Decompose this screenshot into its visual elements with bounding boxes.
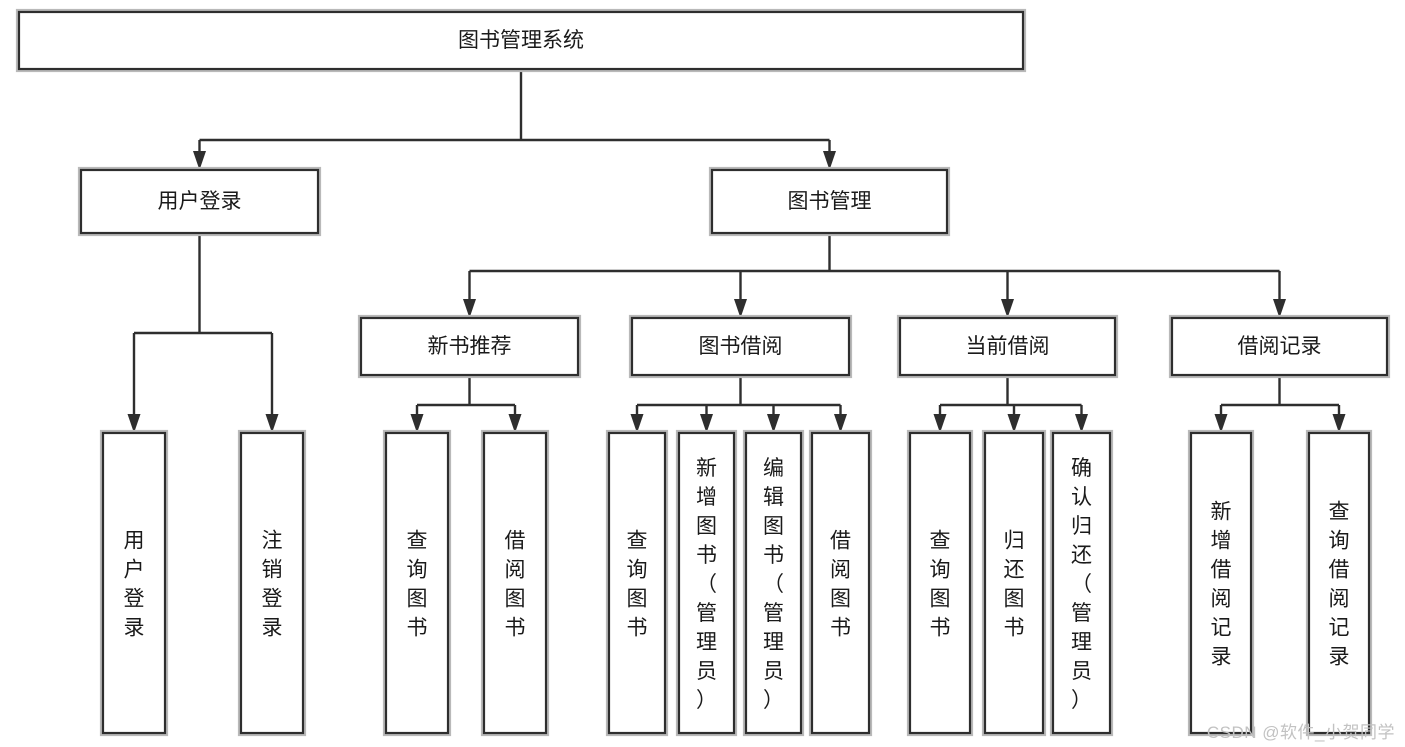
arrow-head-icon <box>1007 414 1021 433</box>
node-label: 图书管理 <box>788 190 872 213</box>
node-n-user-login[interactable]: 用户登录 <box>77 166 322 237</box>
node-label: 编辑图书（管理员） <box>763 457 784 712</box>
node-label: 借阅图书 <box>505 530 526 640</box>
node-label: 确认归还（管理员） <box>1071 457 1092 712</box>
node-box <box>17 10 1025 71</box>
node-l-confirm-return[interactable]: 确认归还（管理员） <box>1049 429 1114 737</box>
node-l-query-book-1[interactable]: 查询图书 <box>382 429 452 737</box>
node-box <box>810 431 871 735</box>
arrow-head-icon <box>734 299 747 318</box>
node-box <box>710 168 949 235</box>
node-box <box>1189 431 1253 735</box>
node-label: 借阅记录 <box>1238 335 1322 358</box>
arrow-head-icon <box>1075 414 1088 433</box>
arrow-head-icon <box>767 414 780 433</box>
node-l-logout[interactable]: 注销登录 <box>237 429 307 737</box>
node-l-borrow-book-1[interactable]: 借阅图书 <box>480 429 550 737</box>
arrow-head-icon <box>193 151 206 170</box>
node-box <box>101 431 167 735</box>
node-l-edit-book[interactable]: 编辑图书（管理员） <box>742 429 805 737</box>
node-label: 归还图书 <box>1004 530 1025 640</box>
node-layer: 图书管理系统用户登录图书管理新书推荐图书借阅当前借阅借阅记录用户登录注销登录查询… <box>15 8 1391 737</box>
node-box <box>630 316 851 377</box>
arrow-head-icon <box>127 414 141 433</box>
node-label: 当前借阅 <box>966 335 1050 358</box>
node-box <box>607 431 667 735</box>
node-box <box>677 431 736 735</box>
node-label: 查询图书 <box>930 530 951 640</box>
node-box <box>384 431 450 735</box>
node-box <box>359 316 580 377</box>
arrow-head-icon <box>1214 414 1228 433</box>
connector-layer <box>127 69 1346 433</box>
node-l-query-book-2[interactable]: 查询图书 <box>605 429 669 737</box>
arrow-head-icon <box>1332 414 1346 433</box>
node-label: 用户登录 <box>124 530 145 640</box>
node-box <box>1307 431 1371 735</box>
node-label: 新增借阅记录 <box>1211 501 1232 669</box>
arrow-head-icon <box>1273 299 1286 318</box>
node-l-user-login[interactable]: 用户登录 <box>99 429 169 737</box>
node-l-query-book-3[interactable]: 查询图书 <box>906 429 974 737</box>
arrow-head-icon <box>265 414 279 433</box>
node-box <box>79 168 320 235</box>
node-box <box>744 431 803 735</box>
node-label: 新书推荐 <box>428 335 512 358</box>
node-box <box>1051 431 1112 735</box>
arrow-head-icon <box>463 299 476 318</box>
node-l-add-record[interactable]: 新增借阅记录 <box>1187 429 1255 737</box>
arrow-head-icon <box>834 414 847 433</box>
arrow-head-icon <box>1001 299 1014 318</box>
node-box <box>983 431 1045 735</box>
arrow-head-icon <box>410 414 424 433</box>
node-n-book-borrow[interactable]: 图书借阅 <box>628 314 853 379</box>
node-root[interactable]: 图书管理系统 <box>15 8 1027 73</box>
node-box <box>482 431 548 735</box>
node-box <box>898 316 1117 377</box>
node-label: 图书借阅 <box>699 335 783 358</box>
arrow-head-icon <box>823 151 836 170</box>
node-l-return-book[interactable]: 归还图书 <box>981 429 1047 737</box>
arrow-head-icon <box>933 414 947 433</box>
node-n-borrow-record[interactable]: 借阅记录 <box>1168 314 1391 379</box>
node-box <box>239 431 305 735</box>
node-label: 查询图书 <box>407 530 428 640</box>
node-l-borrow-book-2[interactable]: 借阅图书 <box>808 429 873 737</box>
node-label: 借阅图书 <box>830 530 851 640</box>
arrow-head-icon <box>700 414 713 433</box>
node-n-book-manage[interactable]: 图书管理 <box>708 166 951 237</box>
arrow-head-icon <box>508 414 522 433</box>
node-label: 图书管理系统 <box>458 29 584 52</box>
node-l-add-book[interactable]: 新增图书（管理员） <box>675 429 738 737</box>
node-box <box>908 431 972 735</box>
node-n-new-book-rec[interactable]: 新书推荐 <box>357 314 582 379</box>
node-l-query-record[interactable]: 查询借阅记录 <box>1305 429 1373 737</box>
node-n-current-borrow[interactable]: 当前借阅 <box>896 314 1119 379</box>
arrow-head-icon <box>630 414 644 433</box>
node-label: 查询借阅记录 <box>1329 501 1350 669</box>
node-label: 新增图书（管理员） <box>696 457 717 712</box>
node-label: 注销登录 <box>262 530 283 640</box>
node-label: 查询图书 <box>627 530 648 640</box>
node-label: 用户登录 <box>158 190 242 213</box>
node-box <box>1170 316 1389 377</box>
